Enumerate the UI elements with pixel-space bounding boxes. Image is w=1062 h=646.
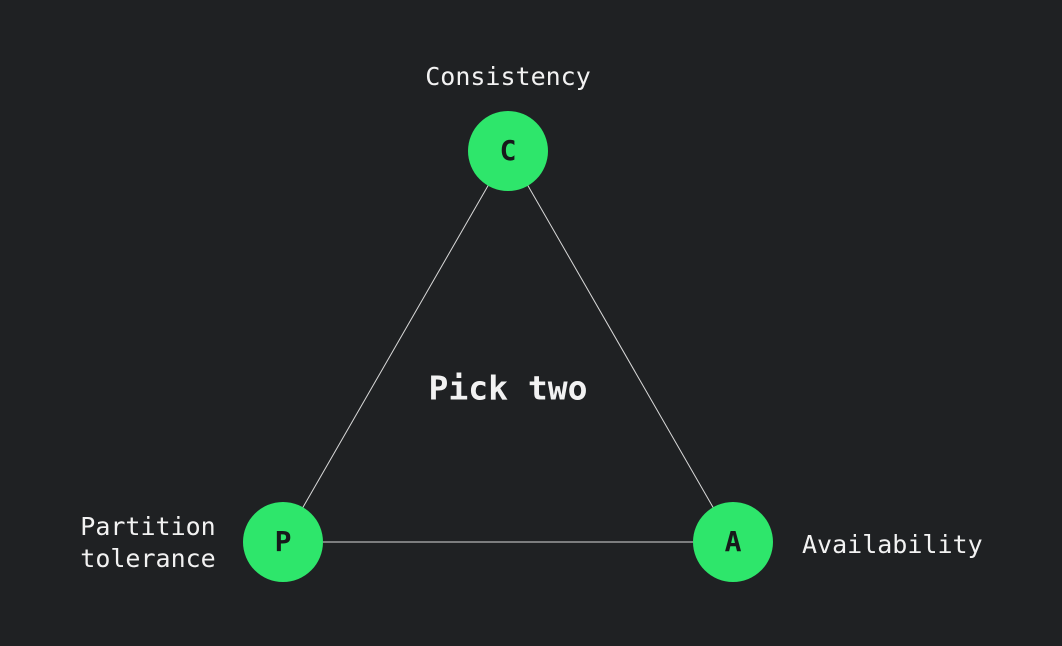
node-consistency: C: [468, 111, 548, 191]
node-consistency-letter: C: [499, 134, 517, 167]
edge-consistency-availability: [507, 150, 734, 543]
pick-two-text: Pick two: [428, 368, 588, 408]
node-availability: A: [693, 502, 773, 582]
node-availability-letter: A: [724, 525, 742, 558]
node-partition-tolerance: P: [243, 502, 323, 582]
label-partition-tolerance: Partition tolerance: [80, 512, 216, 573]
label-consistency: Consistency: [425, 62, 591, 91]
edge-consistency-partition: [282, 150, 509, 543]
node-partition-tolerance-letter: P: [274, 525, 292, 558]
label-availability: Availability: [802, 530, 983, 559]
